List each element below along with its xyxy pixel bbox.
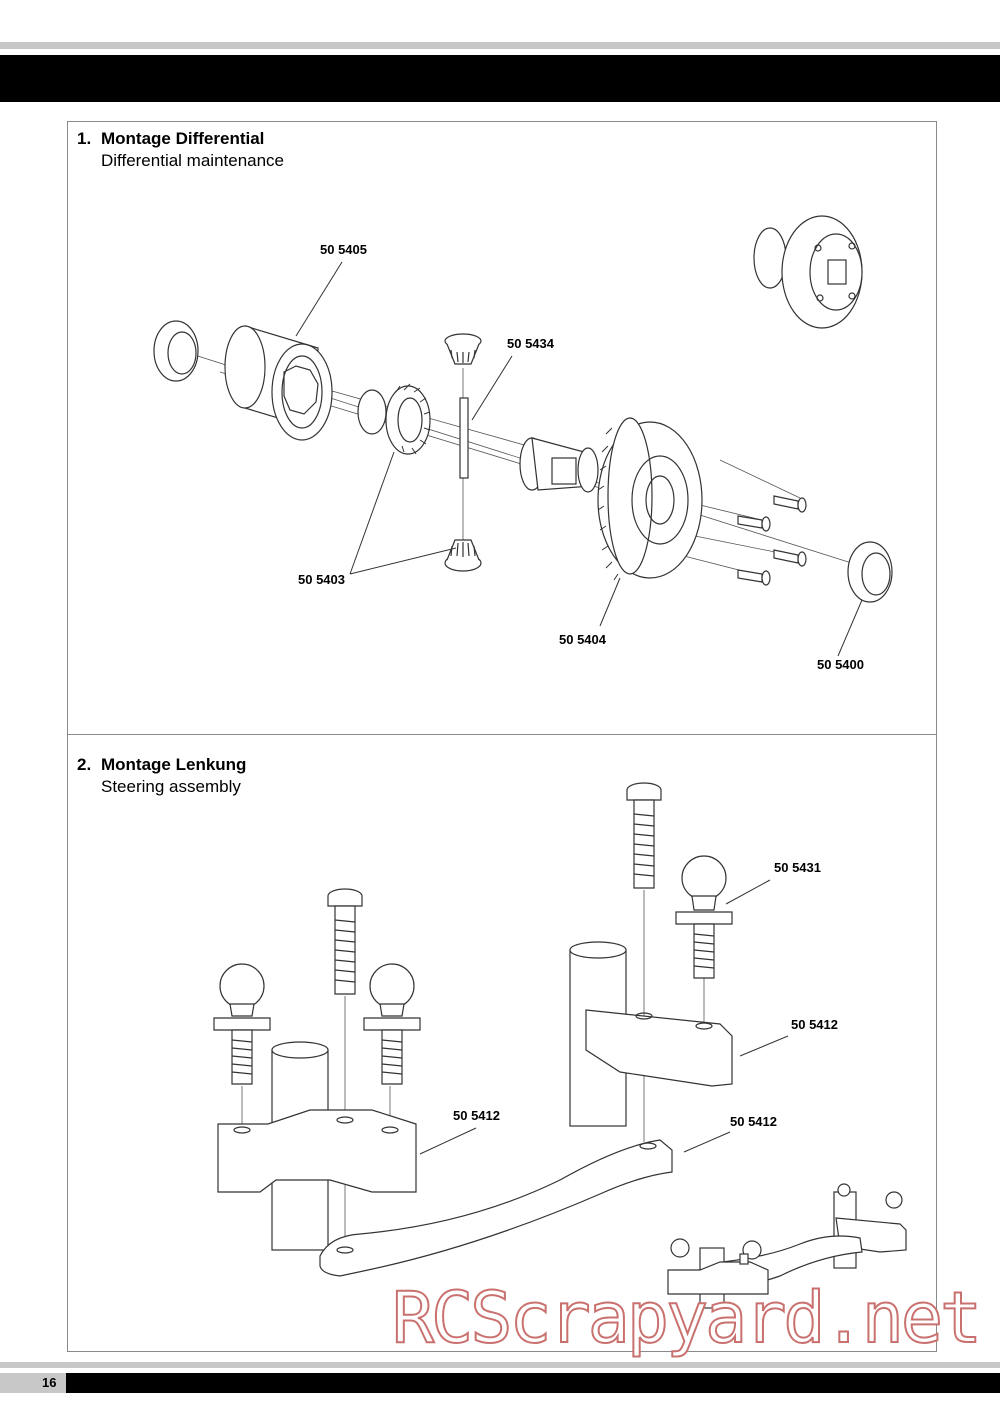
page-number: 16 (0, 1373, 66, 1393)
diff-carrier (519, 437, 599, 493)
ring-gear (597, 417, 703, 581)
screw-right (626, 782, 662, 889)
spider-gear-bottom (444, 539, 482, 572)
section-title-steering: 2.Montage Lenkung Steering assembly (77, 755, 247, 796)
differential-panel: 1.Montage Differential Differential main… (67, 121, 937, 735)
ball-stud-left-2 (363, 963, 421, 1085)
screw-left (327, 888, 363, 995)
part-label-505412-a: 50 5412 (791, 1017, 838, 1032)
bearing-left (153, 320, 199, 382)
ball-stud-left-1 (213, 963, 271, 1085)
top-rule (0, 42, 1000, 49)
ball-stud-right (675, 855, 733, 979)
section-title-differential: 1.Montage Differential Differential main… (77, 129, 285, 170)
watermark: RCScrapyard.net (391, 1277, 983, 1359)
part-label-505412-b: 50 5412 (453, 1108, 500, 1123)
part-label-505431: 50 5431 (774, 860, 821, 875)
diff-case (224, 325, 333, 441)
steering-block-left (217, 1041, 417, 1251)
part-label-505405: 50 5405 (320, 242, 367, 257)
header-band (0, 55, 1000, 102)
part-label-505404: 50 5404 (559, 632, 606, 647)
footer-band (0, 1373, 1000, 1393)
part-label-505400: 50 5400 (817, 657, 864, 672)
part-label-505434: 50 5434 (507, 336, 554, 351)
spider-gear-top (444, 333, 482, 365)
screws (737, 495, 807, 586)
assembled-steering-thumbnail (667, 1183, 907, 1309)
steering-block-right (569, 941, 733, 1127)
bearing-right (847, 541, 893, 603)
bottom-rule (0, 1362, 1000, 1368)
bevel-gear-left (357, 383, 431, 455)
pinion-shaft (459, 397, 469, 479)
differential-exploded-view (153, 215, 893, 657)
part-label-505412-c: 50 5412 (730, 1114, 777, 1129)
part-label-505403: 50 5403 (298, 572, 345, 587)
drag-link (319, 1139, 673, 1277)
steering-exploded-view (213, 782, 907, 1309)
assembled-diff-thumbnail (753, 215, 863, 329)
